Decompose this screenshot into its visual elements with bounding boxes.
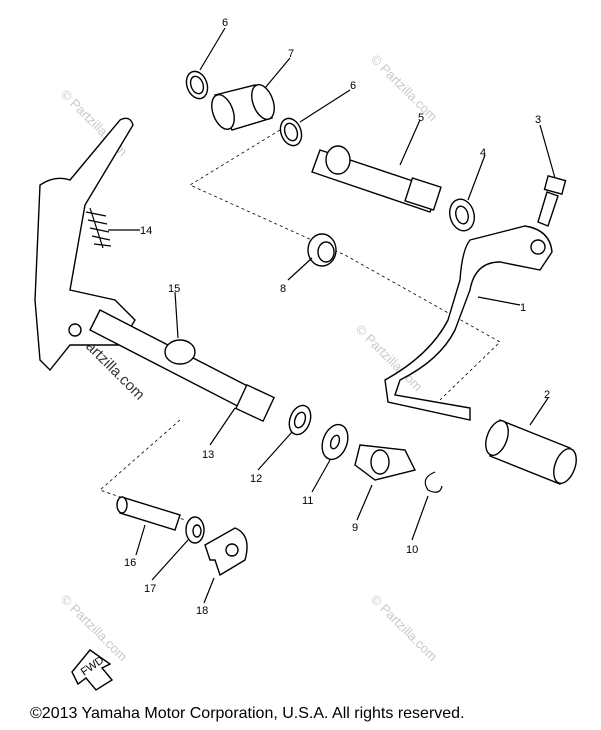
bolt-3 [537,175,567,227]
label-part-4: 4 [480,147,486,159]
label-part-14: 14 [140,225,152,237]
label-part-7: 7 [288,48,294,60]
copyright-notice: ©2013 Yamaha Motor Corporation, U.S.A. A… [30,705,465,722]
label-part-16: 16 [124,557,136,569]
watermark: © Partzilla.com [368,592,441,665]
label-part-3: 3 [535,114,541,126]
label-part-6: 6 [222,17,228,29]
alignment-lines [99,129,501,521]
plate-18 [204,527,248,577]
nut-17 [185,516,205,544]
label-part-15: 15 [168,283,180,295]
lever-9 [354,444,417,481]
label-part-1: 1 [520,302,526,314]
watermark: © Partzilla.com [368,52,441,125]
bolt-16 [116,496,181,531]
forward-arrow-icon: FWD [71,649,114,691]
shift-shaft-13 [34,117,276,423]
shaft-5 [311,145,442,213]
label-part-5: 5 [418,112,424,124]
label-part-11: 11 [302,495,313,507]
washer-6-top [185,70,209,100]
leader-lines [108,27,556,604]
label-part-10: 10 [406,544,418,556]
spring-14 [85,207,112,249]
label-part-17: 17 [144,583,156,595]
washer-11 [321,423,349,461]
label-part-2: 2 [544,389,550,401]
label-part-6: 6 [350,80,356,92]
label-part-9: 9 [352,522,358,534]
label-part-13: 13 [202,449,214,461]
collar-7 [211,84,275,131]
washer-6 [279,117,303,147]
oil-seal-4 [448,198,476,232]
label-part-12: 12 [250,473,262,485]
label-part-8: 8 [280,283,286,295]
oil-seal-12 [288,404,312,436]
pedal-rubber-2 [485,419,577,485]
part-labels: 1 2 3 4 5 6 6 7 8 9 10 11 12 13 14 15 16… [124,17,550,617]
shift-pedal-1 [384,225,553,421]
bushing-8 [307,233,337,267]
clip-10 [424,471,443,493]
label-part-18: 18 [196,605,208,617]
